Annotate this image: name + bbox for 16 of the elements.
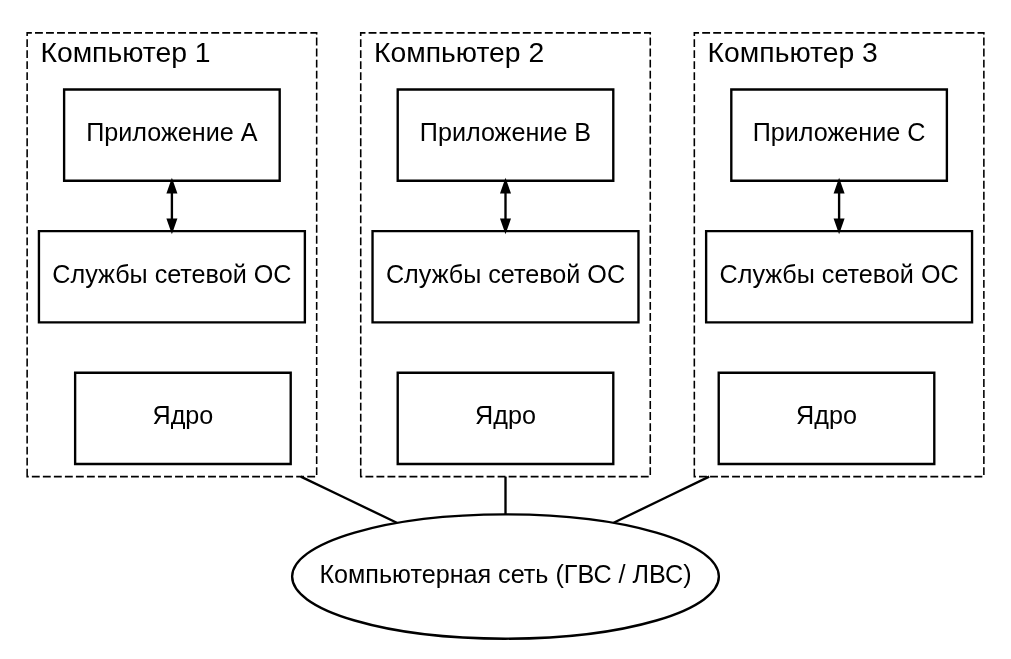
arrow [833, 177, 845, 235]
node-box: Приложение B [396, 88, 615, 182]
node-ellipse: Компьютерная сеть (ГВС / ЛВС) [290, 513, 721, 640]
node-box: Службы сетевой ОС [37, 229, 307, 324]
node-box: Службы сетевой ОС [704, 229, 974, 324]
node-box: Приложение C [730, 88, 949, 182]
arrow [166, 177, 178, 235]
arrow [499, 177, 512, 235]
node-box: Ядро [73, 371, 292, 466]
connector [504, 476, 507, 515]
connector [300, 475, 398, 524]
node-box: Службы сетевой ОС [371, 229, 640, 324]
node-box: Приложение A [62, 88, 281, 182]
node-box: Ядро [396, 371, 615, 466]
node-box: Ядро [717, 371, 936, 466]
connector [613, 475, 710, 524]
